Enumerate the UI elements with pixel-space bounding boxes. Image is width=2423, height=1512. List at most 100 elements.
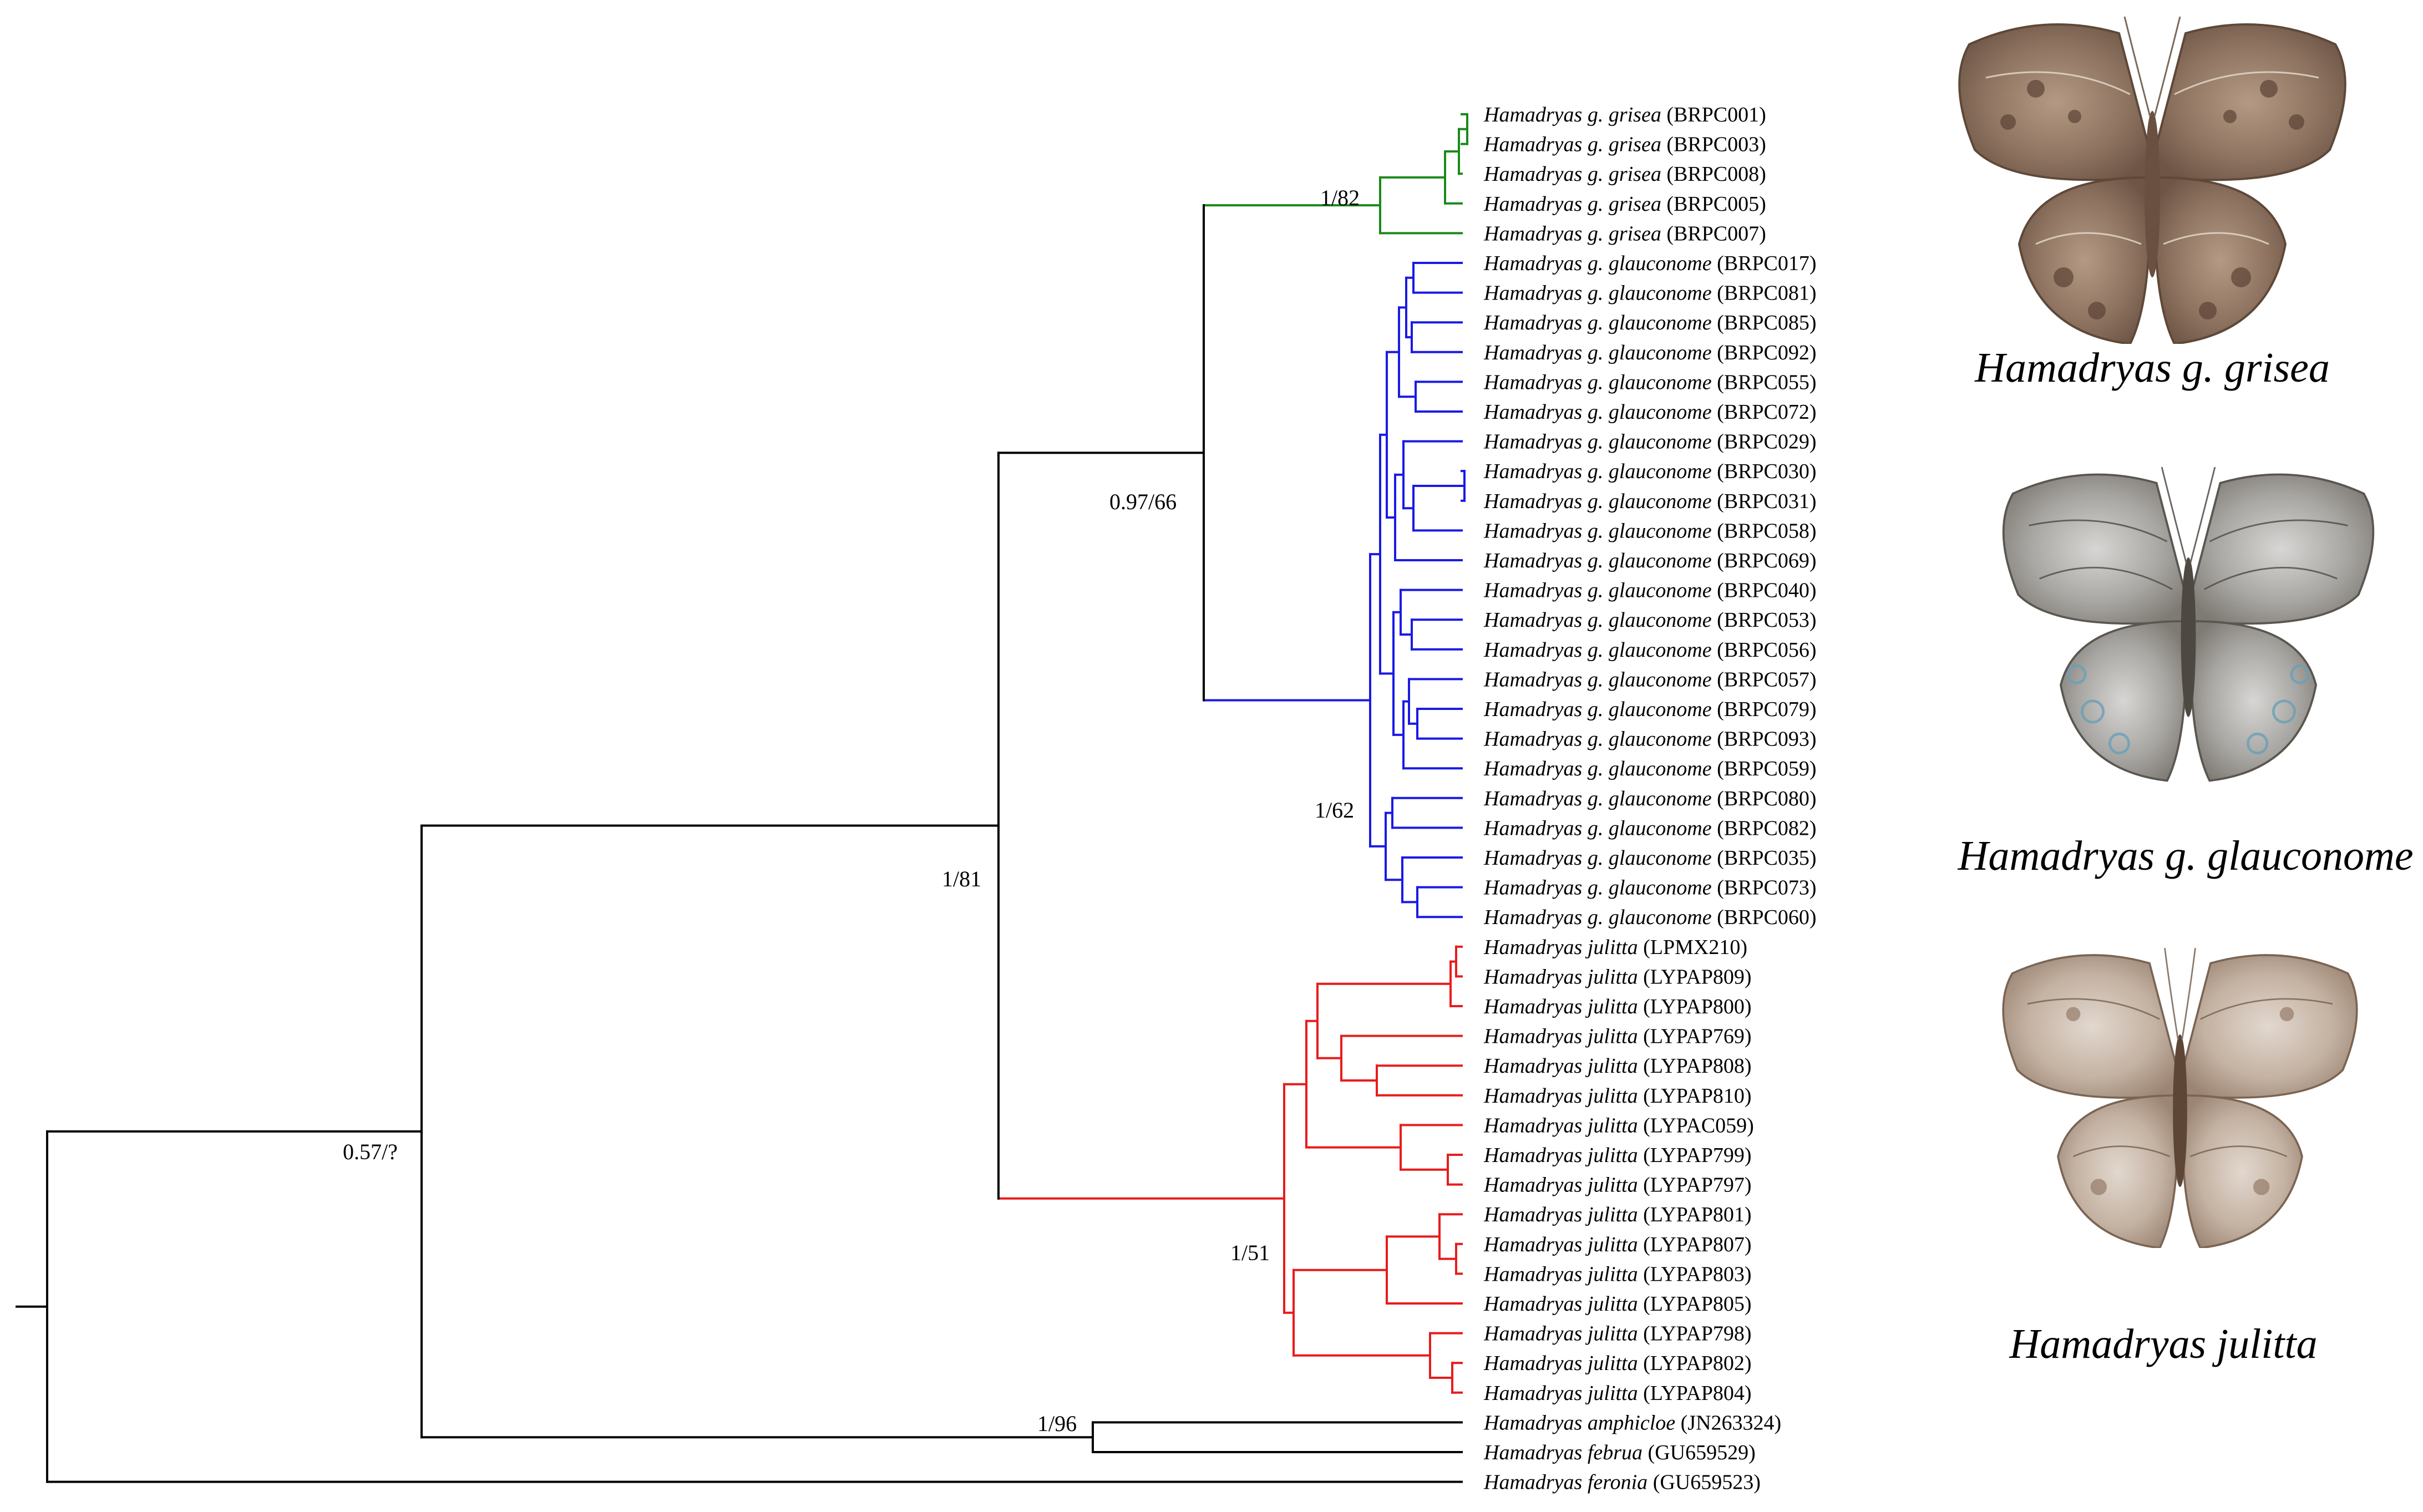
- tip-species: Hamadryas g. glauconome: [1483, 638, 1712, 662]
- tip-label: Hamadryas februa (GU659529): [1483, 1441, 1756, 1464]
- tip-label: Hamadryas julitta (LYPAP797): [1483, 1174, 1752, 1197]
- tip-code: (BRPC008): [1661, 163, 1766, 186]
- panel-label-julitta: Hamadryas julitta: [2009, 1321, 2318, 1367]
- tip-code: (GU659523): [1648, 1471, 1761, 1494]
- tip-code: (BRPC031): [1712, 490, 1817, 513]
- tip-code: (BRPC082): [1712, 816, 1817, 840]
- tip-species: Hamadryas g. glauconome: [1483, 757, 1712, 780]
- tip-label: Hamadryas g. grisea (BRPC005): [1483, 192, 1766, 216]
- tip-label: Hamadryas g. glauconome (BRPC031): [1483, 490, 1817, 513]
- tip-species: Hamadryas g. glauconome: [1483, 698, 1712, 721]
- tip-code: (BRPC017): [1712, 252, 1817, 275]
- tip-label: Hamadryas julitta (LYPAP802): [1483, 1352, 1752, 1375]
- tip-label: Hamadryas julitta (LYPAP769): [1483, 1025, 1752, 1048]
- julitta-butterfly-icon: [2002, 947, 2358, 1248]
- tip-species: Hamadryas g. glauconome: [1483, 906, 1712, 929]
- tip-label: Hamadryas g. grisea (BRPC003): [1483, 133, 1766, 156]
- tip-species: Hamadryas g. glauconome: [1483, 579, 1712, 602]
- tip-species: Hamadryas julitta: [1483, 1322, 1638, 1346]
- tip-code: (LYPAP797): [1638, 1174, 1752, 1197]
- tip-code: (JN263324): [1675, 1411, 1781, 1434]
- tip-species: Hamadryas g. glauconome: [1483, 846, 1712, 870]
- tip-label: Hamadryas julitta (LYPAP809): [1483, 965, 1752, 988]
- tip-label: Hamadryas julitta (LYPAP807): [1483, 1233, 1752, 1256]
- tip-species: Hamadryas julitta: [1483, 1054, 1638, 1078]
- tip-code: (LYPAP769): [1638, 1025, 1752, 1048]
- tip-label: Hamadryas g. glauconome (BRPC073): [1483, 876, 1817, 900]
- tip-code: (BRPC003): [1661, 133, 1766, 156]
- tip-code: (GU659529): [1643, 1441, 1756, 1464]
- tip-species: Hamadryas g. glauconome: [1483, 460, 1712, 483]
- tip-label: Hamadryas julitta (LYPAC059): [1483, 1114, 1754, 1137]
- tip-code: (LPMX210): [1638, 936, 1747, 959]
- tip-species: Hamadryas julitta: [1483, 995, 1638, 1018]
- tip-label: Hamadryas julitta (LYPAP810): [1483, 1084, 1752, 1108]
- tip-species: Hamadryas julitta: [1483, 1233, 1638, 1256]
- glauconome-butterfly-icon: [2002, 466, 2375, 782]
- tip-label: Hamadryas g. glauconome (BRPC069): [1483, 549, 1817, 572]
- tip-label: Hamadryas g. glauconome (BRPC079): [1483, 698, 1817, 721]
- tip-code: (BRPC035): [1712, 846, 1817, 870]
- tip-label: Hamadryas g. glauconome (BRPC029): [1483, 430, 1817, 454]
- tip-code: (BRPC058): [1712, 519, 1817, 542]
- tip-species: Hamadryas februa: [1483, 1441, 1643, 1464]
- tip-species: Hamadryas julitta: [1483, 936, 1638, 959]
- tip-species: Hamadryas julitta: [1483, 1292, 1638, 1316]
- support-label-glauconome-grisea: 0.97/66: [1109, 489, 1177, 514]
- tip-label: Hamadryas julitta (LYPAP808): [1483, 1054, 1752, 1078]
- tip-label: Hamadryas g. glauconome (BRPC060): [1483, 906, 1817, 929]
- tip-species: Hamadryas g. glauconome: [1483, 371, 1712, 394]
- tip-code: (LYPAP804): [1638, 1382, 1752, 1405]
- tip-species: Hamadryas g. grisea: [1483, 163, 1661, 186]
- tip-label: Hamadryas g. glauconome (BRPC017): [1483, 252, 1817, 275]
- tip-species: Hamadryas g. glauconome: [1483, 490, 1712, 513]
- tip-code: (BRPC030): [1712, 460, 1817, 483]
- tip-code: (LYPAP798): [1638, 1322, 1752, 1346]
- support-label-grisea: 1/82: [1320, 185, 1360, 210]
- tip-species: Hamadryas g. glauconome: [1483, 549, 1712, 572]
- tip-code: (BRPC073): [1712, 876, 1817, 900]
- tip-species: Hamadryas julitta: [1483, 1382, 1638, 1405]
- support-labels: 1/82 0.97/66 1/62 1/81 1/51 0.57/? 1/96: [343, 185, 1360, 1436]
- tip-species: Hamadryas g. glauconome: [1483, 728, 1712, 751]
- tip-label: Hamadryas g. grisea (BRPC007): [1483, 222, 1766, 245]
- tip-label: Hamadryas g. glauconome (BRPC055): [1483, 371, 1817, 394]
- tip-species: Hamadryas g. glauconome: [1483, 430, 1712, 454]
- tip-label: Hamadryas julitta (LYPAP800): [1483, 995, 1752, 1018]
- tip-code: (LYPAP802): [1638, 1352, 1752, 1375]
- support-label-julitta: 1/51: [1230, 1240, 1270, 1265]
- tip-label: Hamadryas g. glauconome (BRPC056): [1483, 638, 1817, 662]
- support-label-amphicloe-februa: 1/96: [1037, 1411, 1077, 1436]
- tip-label: Hamadryas julitta (LYPAP798): [1483, 1322, 1752, 1346]
- tip-code: (LYPAP803): [1638, 1262, 1752, 1286]
- tip-species: Hamadryas g. grisea: [1483, 133, 1661, 156]
- tip-code: (BRPC001): [1661, 103, 1766, 126]
- tip-code: (LYPAP801): [1638, 1203, 1752, 1226]
- tree-branches: [16, 113, 1468, 1483]
- tip-label: Hamadryas g. glauconome (BRPC093): [1483, 728, 1817, 751]
- tip-species: Hamadryas g. glauconome: [1483, 282, 1712, 305]
- tip-code: (BRPC005): [1661, 192, 1766, 216]
- tip-code: (BRPC055): [1712, 371, 1817, 394]
- tip-species: Hamadryas g. grisea: [1483, 222, 1661, 245]
- tip-code: (BRPC029): [1712, 430, 1817, 454]
- tip-code: (LYPAP808): [1638, 1054, 1752, 1078]
- tip-code: (BRPC085): [1712, 311, 1817, 334]
- tip-label: Hamadryas g. glauconome (BRPC057): [1483, 668, 1817, 691]
- tip-species: Hamadryas julitta: [1483, 1262, 1638, 1286]
- support-label-root-inner: 0.57/?: [343, 1139, 398, 1164]
- tip-species: Hamadryas g. glauconome: [1483, 816, 1712, 840]
- tip-species: Hamadryas julitta: [1483, 1352, 1638, 1375]
- tip-species: Hamadryas julitta: [1483, 965, 1638, 988]
- tip-species: Hamadryas julitta: [1483, 1203, 1638, 1226]
- tip-code: (LYPAC059): [1638, 1114, 1754, 1137]
- tip-species: Hamadryas g. glauconome: [1483, 608, 1712, 632]
- tip-species: Hamadryas g. glauconome: [1483, 876, 1712, 900]
- panel-label-glauconome: Hamadryas g. glauconome: [1958, 833, 2414, 879]
- tip-labels: Hamadryas g. grisea (BRPC001)Hamadryas g…: [1483, 103, 1817, 1494]
- tip-label: Hamadryas g. glauconome (BRPC040): [1483, 579, 1817, 602]
- tip-label: Hamadryas g. glauconome (BRPC058): [1483, 519, 1817, 542]
- support-label-ingroup: 1/81: [942, 866, 981, 891]
- tip-label: Hamadryas g. glauconome (BRPC030): [1483, 460, 1817, 483]
